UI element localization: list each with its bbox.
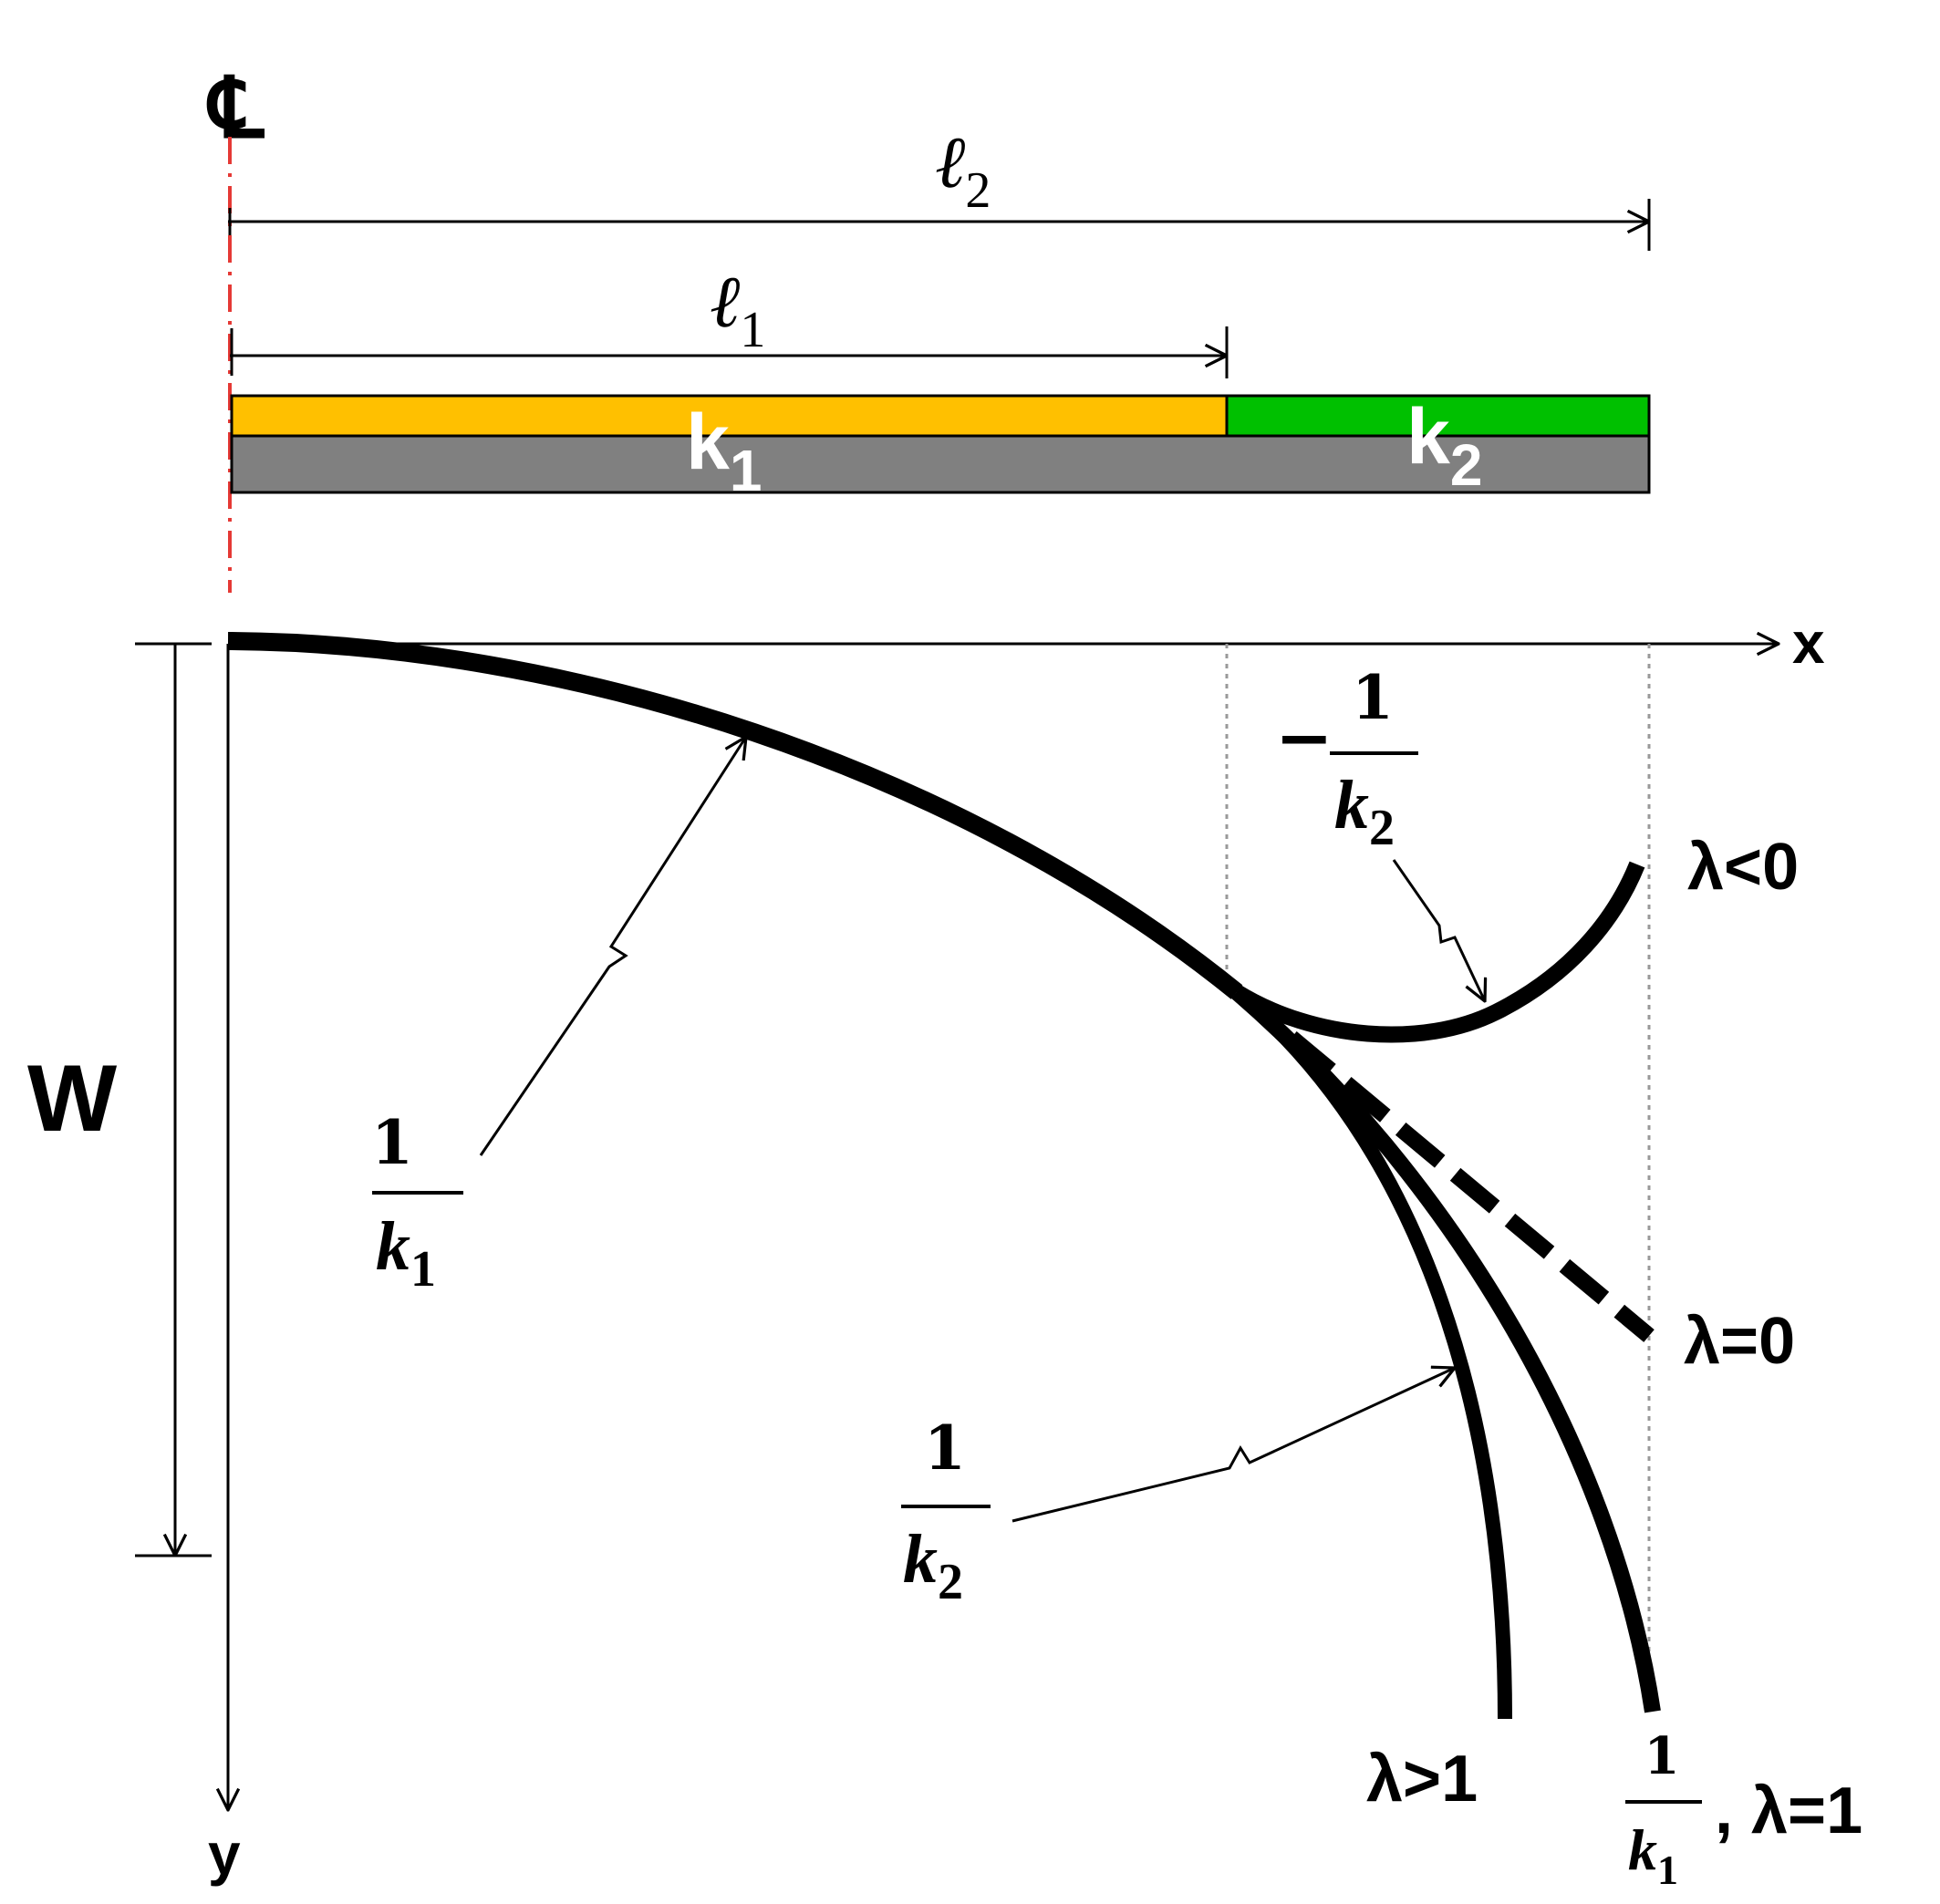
dimension-l2-label: ℓ2 bbox=[935, 123, 991, 219]
svg-text:−: − bbox=[1275, 697, 1333, 778]
segment-k1-label: k1 bbox=[686, 398, 762, 503]
x-axis-label: x bbox=[1792, 610, 1825, 676]
curve-segment-1 bbox=[227, 632, 1243, 999]
beam-segment-k2 bbox=[1225, 394, 1651, 438]
dimension-l1-label: ℓ1 bbox=[710, 263, 765, 358]
svg-text:k1: k1 bbox=[1628, 1817, 1678, 1893]
svg-text:1: 1 bbox=[1644, 1726, 1680, 1786]
svg-text:1: 1 bbox=[924, 1412, 966, 1484]
label-lambda-one: , λ=1 bbox=[1715, 1775, 1862, 1847]
label-lambda-neg: λ<0 bbox=[1687, 831, 1799, 904]
label-lambda-gt1: λ>1 bbox=[1366, 1743, 1478, 1816]
leader-one-over-k2 bbox=[1011, 1368, 1455, 1523]
beam-segment-k1 bbox=[230, 394, 1229, 438]
svg-text:1: 1 bbox=[1352, 662, 1394, 733]
svg-text:k2: k2 bbox=[1334, 767, 1395, 856]
leader-minus-one-over-k2 bbox=[1392, 859, 1485, 1001]
svg-text:1: 1 bbox=[371, 1107, 413, 1178]
label-lambda-zero: λ=0 bbox=[1684, 1305, 1795, 1378]
svg-text:k1: k1 bbox=[376, 1208, 436, 1298]
curve-lambda-gt1 bbox=[1231, 986, 1512, 1720]
leader-one-over-k1 bbox=[479, 737, 746, 1156]
curve-lambda-one bbox=[1231, 986, 1661, 1713]
svg-text:k2: k2 bbox=[903, 1521, 963, 1610]
centerline-symbol: ℄ bbox=[206, 62, 265, 155]
fraction-one-over-k1: 1 k1 bbox=[371, 1107, 463, 1298]
fraction-minus-one-over-k2: − 1 k2 bbox=[1275, 662, 1418, 856]
y-axis-label: y bbox=[208, 1821, 241, 1887]
curve-lambda-neg bbox=[1232, 861, 1645, 1043]
segment-k2-label: k2 bbox=[1406, 393, 1482, 498]
dimension-w-label: W bbox=[27, 1046, 118, 1152]
fraction-end-one-over-k1: 1 k1 bbox=[1625, 1726, 1702, 1893]
fraction-one-over-k2: 1 k2 bbox=[901, 1412, 991, 1610]
